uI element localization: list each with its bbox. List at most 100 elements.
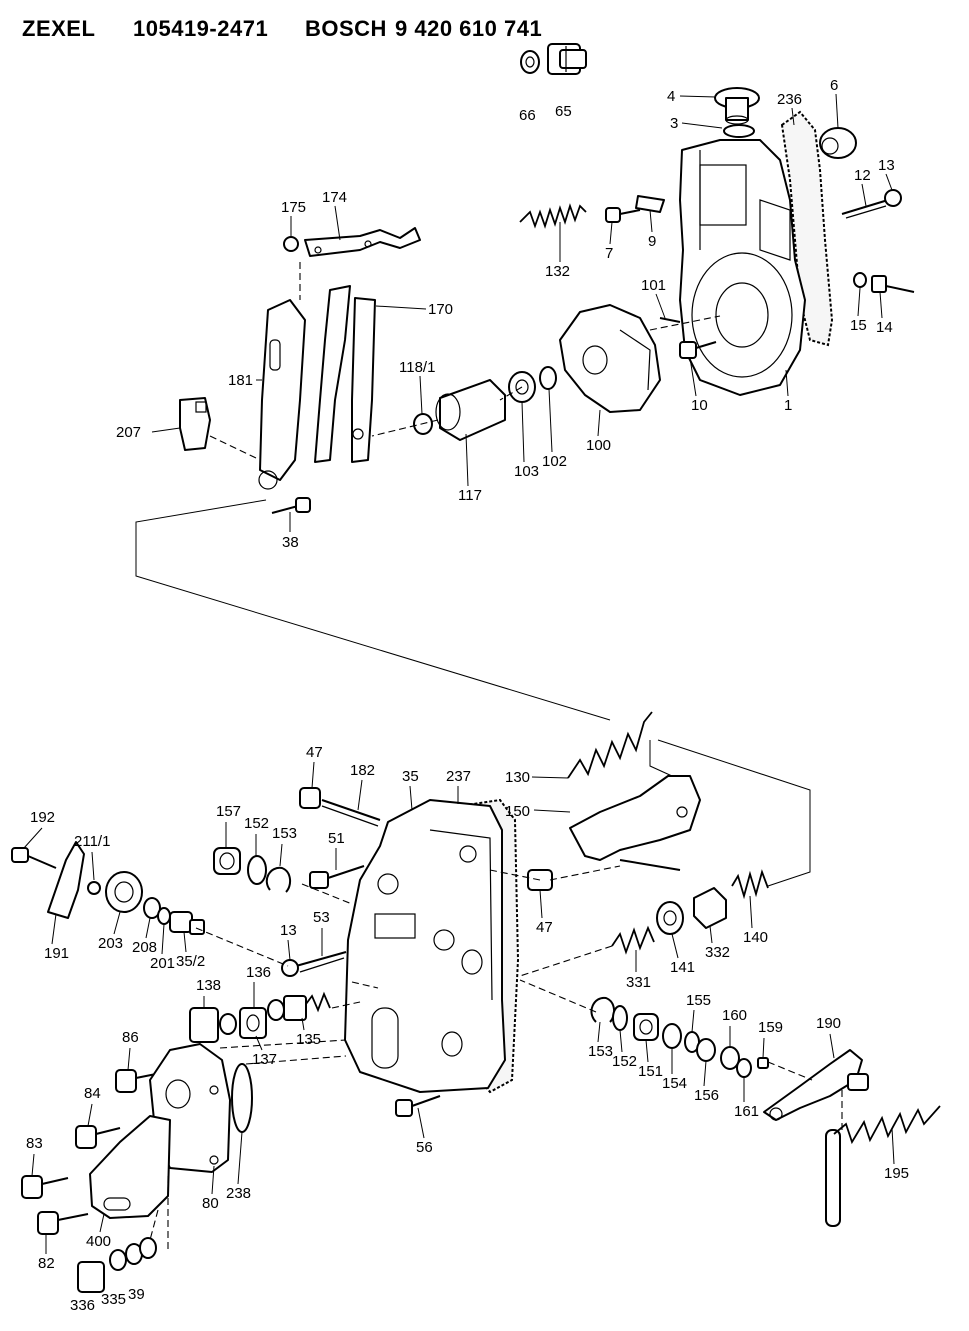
label-236: 236 [777, 91, 802, 108]
part-152-oring-right [612, 1005, 628, 1031]
label-161: 161 [734, 1103, 759, 1120]
label-83: 83 [26, 1135, 43, 1152]
label-65: 65 [555, 103, 572, 120]
label-191: 191 [44, 945, 69, 962]
label-15: 15 [850, 317, 867, 334]
part-66-washer [520, 50, 540, 74]
label-153-right: 153 [588, 1043, 613, 1060]
label-10: 10 [691, 397, 708, 414]
label-159: 159 [758, 1019, 783, 1036]
part-65-plug [547, 43, 587, 75]
label-117: 117 [458, 487, 482, 504]
label-35-2: 35/2 [176, 953, 205, 970]
part-84-screw [75, 1125, 121, 1149]
part-170-link [314, 285, 376, 463]
label-137: 137 [252, 1051, 277, 1068]
label-80: 80 [202, 1195, 219, 1212]
label-38: 38 [282, 534, 299, 551]
part-152-oring-left [247, 855, 267, 885]
label-152-left: 152 [244, 815, 269, 832]
label-155: 155 [686, 992, 711, 1009]
label-400: 400 [86, 1233, 111, 1250]
label-332: 332 [705, 944, 730, 961]
part-192-screw [11, 847, 57, 869]
label-201: 201 [150, 955, 175, 972]
part-6-plug [819, 127, 857, 159]
label-153-left: 153 [272, 825, 297, 842]
lower-assembly [11, 711, 941, 1293]
part-136-nut [239, 1007, 267, 1039]
label-154: 154 [662, 1075, 687, 1092]
label-190: 190 [816, 1015, 841, 1032]
part-7-screw [605, 207, 641, 223]
part-203-cap [105, 871, 143, 913]
part-191-bracket [47, 841, 85, 919]
label-160: 160 [722, 1007, 747, 1024]
label-156: 156 [694, 1087, 719, 1104]
label-51: 51 [328, 830, 345, 847]
part-130-spring [567, 711, 653, 779]
part-195-spring [833, 1105, 941, 1145]
label-84: 84 [84, 1085, 101, 1102]
part-47-bolt-upper [299, 787, 321, 809]
part-82-screw [37, 1211, 89, 1235]
label-1: 1 [784, 397, 792, 414]
label-12: 12 [854, 167, 871, 184]
label-152-right: 152 [612, 1053, 637, 1070]
label-238: 238 [226, 1185, 251, 1202]
label-4: 4 [667, 88, 675, 105]
part-154-ring [662, 1023, 682, 1049]
part-159-pin [757, 1057, 769, 1069]
part-141-nut [656, 901, 684, 935]
part-12-screw [841, 199, 889, 219]
label-6: 6 [830, 77, 838, 94]
part-157-plug [213, 847, 241, 875]
part-labels: 66 65 4 3 236 6 13 12 175 174 7 9 132 10… [23, 77, 909, 1314]
upper-assembly [179, 43, 915, 514]
label-136: 136 [246, 964, 271, 981]
part-101-pin [659, 317, 681, 323]
part-400-plate [89, 1115, 171, 1219]
label-237: 237 [446, 768, 471, 785]
zexel-part-number: 105419-2471 [133, 16, 268, 41]
part-3-washer [723, 124, 755, 138]
part-207-block [179, 397, 211, 451]
part-175-nut [283, 236, 299, 252]
label-207: 207 [116, 424, 141, 441]
part-51-screw [309, 865, 365, 889]
part-153-circlip-right [590, 996, 616, 1023]
part-181-lever [258, 299, 306, 490]
part-4-cap [714, 87, 760, 125]
zexel-brand: ZEXEL [22, 16, 95, 41]
label-208: 208 [132, 939, 157, 956]
label-195: 195 [884, 1165, 909, 1182]
label-181: 181 [228, 372, 253, 389]
part-335-washer [109, 1249, 127, 1271]
part-336-nut [77, 1261, 105, 1293]
part-14-stud [871, 275, 915, 293]
header: ZEXEL 105419-2471 BOSCH 9 420 610 741 [22, 16, 542, 41]
label-203: 203 [98, 935, 123, 952]
part-201-oring [157, 907, 171, 925]
label-130: 130 [505, 769, 530, 786]
label-35: 35 [402, 768, 419, 785]
label-175: 175 [281, 199, 306, 216]
bosch-part-number: 9 420 610 741 [395, 16, 542, 41]
label-3: 3 [670, 115, 678, 132]
part-151-plug [633, 1013, 659, 1041]
part-1-governor-housing [679, 139, 806, 396]
label-82: 82 [38, 1255, 55, 1272]
label-140: 140 [743, 929, 768, 946]
label-135: 135 [296, 1031, 321, 1048]
part-331-spring [611, 925, 655, 955]
label-150: 150 [505, 803, 530, 820]
part-236-gasket [780, 110, 834, 347]
label-102: 102 [542, 453, 567, 470]
part-38-screw [271, 497, 311, 514]
label-335: 335 [101, 1291, 126, 1308]
label-211-1: 211/1 [74, 833, 110, 850]
part-153-circlip-left [265, 866, 292, 893]
label-118-1: 118/1 [399, 359, 435, 376]
